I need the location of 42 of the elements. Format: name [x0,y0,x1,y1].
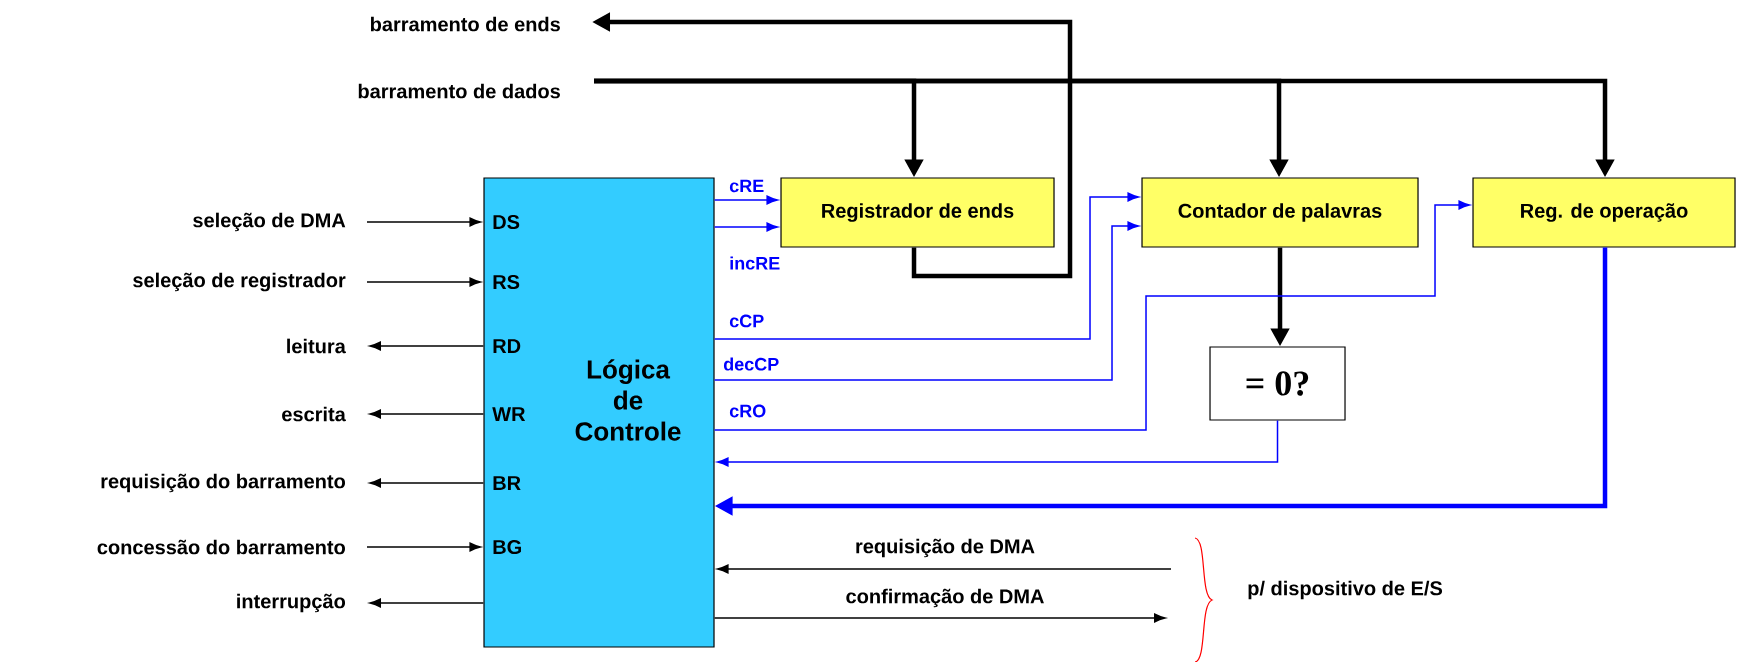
signal-label: leitura [287,338,346,354]
arrow [713,221,1139,381]
signal-label: seleção de DMA [193,212,346,232]
pin-label: WR [492,407,526,421]
register-box: Reg. de operação [1472,177,1736,248]
arrow [369,478,485,488]
edge-label: cRO [729,404,766,418]
arrow [369,341,485,351]
signal-label: escrita [282,406,346,422]
edge-label: requisição de DMA [856,538,1035,558]
register-box: Contador de palavras [1141,177,1419,248]
arrow [713,200,1470,431]
arrow [717,419,1279,467]
edge-label: cCP [729,314,764,328]
pin-label: BR [493,476,521,490]
arrow [713,192,1139,340]
signal-label: concessão do barramento [97,539,345,555]
edge-label: confirmação de DMA [846,588,1044,608]
note-label: p/ dispositivo de E/S [1248,580,1443,600]
signal-label: requisição do barramento [101,473,345,493]
arrow [369,409,485,419]
pin-label: RD [493,339,521,353]
pin-label: BG [493,539,521,555]
arrow [366,542,481,552]
arrow [713,195,778,205]
pin-label: RS [493,274,520,290]
signal-label: barramento de dados [358,83,560,99]
arrow [369,598,485,608]
arrow [717,564,1172,574]
pin-label: DS [493,214,520,230]
arrow [713,613,1166,623]
signal-label: seleção de registrador [133,272,346,292]
arrow [713,222,778,232]
edge-label: cRE [729,179,764,193]
signal-label: interrupção [237,593,345,613]
edge-label: incRE [730,256,780,270]
arrow [366,217,481,227]
arrow [366,277,481,287]
comparator-box: = 0? [1209,346,1346,421]
edge-label: decCP [723,357,779,371]
register-box: Registrador de ends [780,177,1055,248]
signal-label: barramento de ends [370,16,560,32]
